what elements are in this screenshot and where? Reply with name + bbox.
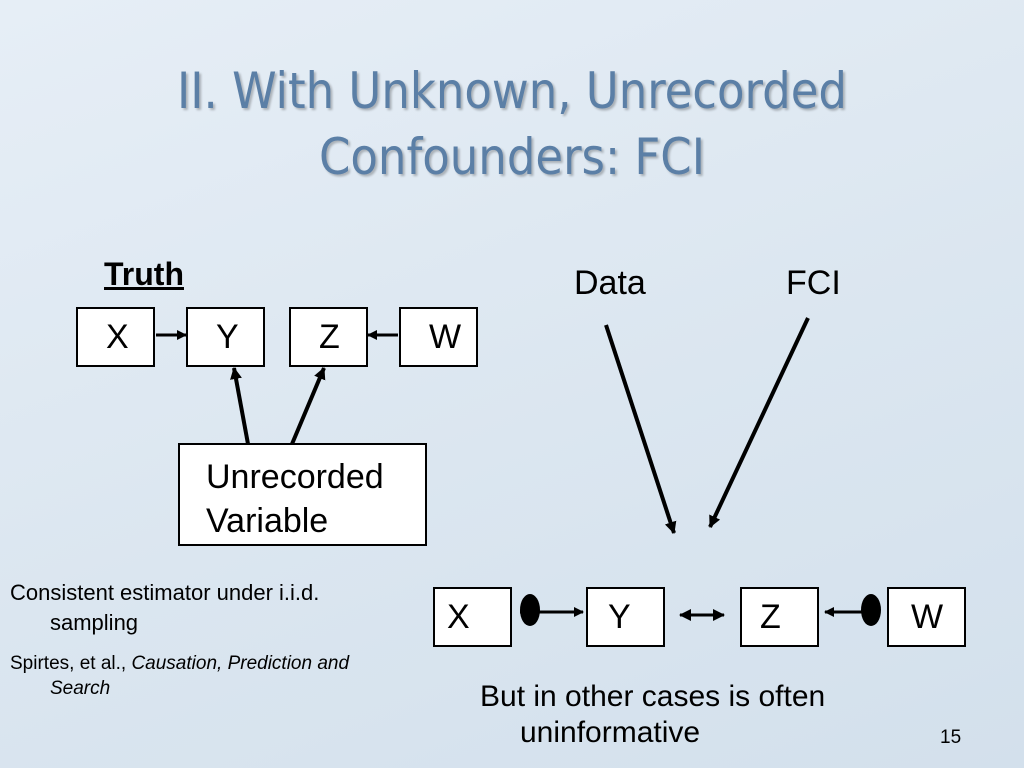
other-cases-line-1: But in other cases is often — [480, 680, 826, 713]
output-node-x: X — [433, 587, 512, 647]
arrow-data-to-output — [604, 324, 677, 534]
citation-title-1: Causation, Prediction and — [131, 653, 350, 674]
citation-note: Spirtes, et al., Causation, Prediction a… — [10, 651, 349, 701]
consistent-note: Consistent estimator under i.i.d. sampli… — [10, 578, 319, 638]
other-cases-line-2: uninformative — [520, 716, 701, 749]
truth-node-w: W — [399, 307, 478, 367]
unrecorded-line-1: Unrecorded — [206, 458, 384, 496]
other-cases-note: But in other cases is often uninformativ… — [480, 679, 825, 751]
page-number: 15 — [940, 727, 962, 748]
unrecorded-line-2: Variable — [206, 502, 329, 540]
edge-unrecorded-to-y — [230, 367, 250, 445]
truth-node-z: Z — [289, 307, 368, 367]
unrecorded-variable-node: Unrecorded Variable — [178, 443, 427, 546]
citation-authors: Spirtes, et al., — [10, 653, 132, 674]
truth-node-x: X — [76, 307, 155, 367]
slide-title-line-2: Confounders: FCI — [319, 128, 705, 186]
edge-x-circle-mark — [520, 594, 540, 626]
edge-w-circle-mark — [861, 594, 881, 626]
slide-title: II. With Unknown, Unrecorded Confounders… — [0, 58, 1024, 190]
consistent-note-line-2: sampling — [50, 610, 139, 635]
edge-unrecorded-to-z — [290, 367, 326, 445]
output-node-z: Z — [740, 587, 819, 647]
data-label: Data — [574, 264, 646, 302]
arrow-fci-to-output — [708, 317, 810, 528]
output-node-y: Y — [586, 587, 665, 647]
consistent-note-line-1: Consistent estimator under i.i.d. — [10, 580, 320, 605]
truth-node-y: Y — [186, 307, 265, 367]
output-node-w: W — [887, 587, 966, 647]
truth-label: Truth — [104, 256, 184, 292]
citation-title-2: Search — [50, 678, 111, 699]
fci-label: FCI — [786, 264, 841, 302]
slide-title-line-1: II. With Unknown, Unrecorded — [177, 62, 847, 120]
